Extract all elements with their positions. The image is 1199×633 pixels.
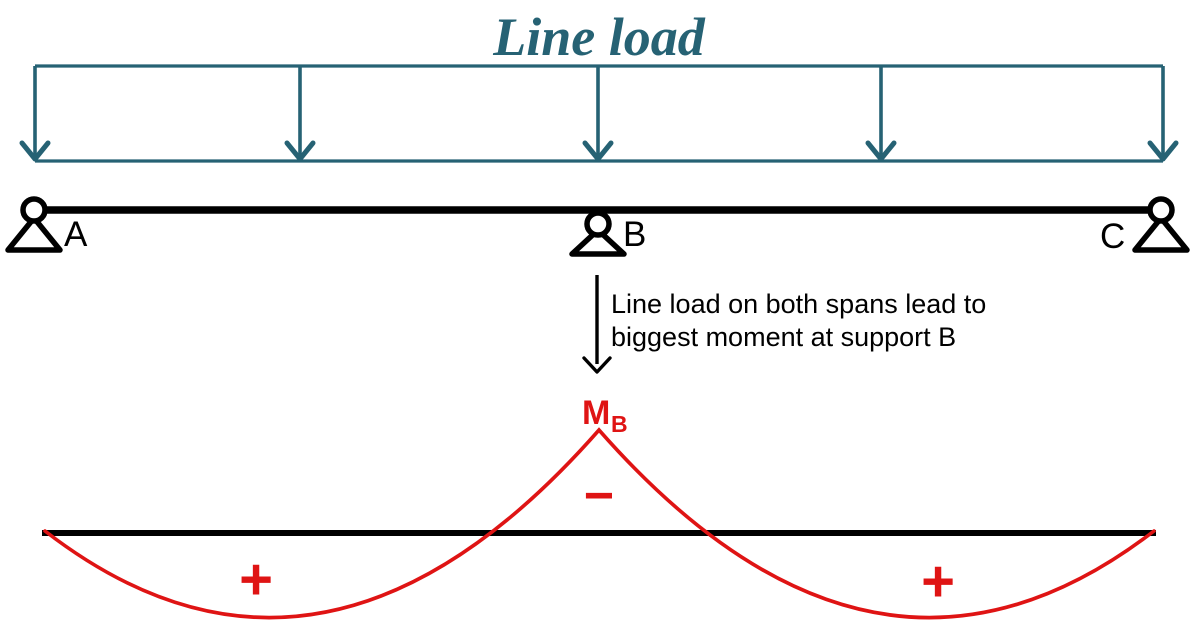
positive-sign-left: +: [239, 547, 273, 612]
support-triangle: [1132, 215, 1190, 253]
load-arrow-down-icon: [284, 66, 316, 162]
moment-curve: [43, 427, 1156, 620]
annotation-line1: Line load on both spans lead to: [611, 289, 986, 319]
support-triangle: [569, 227, 627, 257]
moment-peak-label-subscript: B: [611, 411, 628, 437]
support-label-c: C: [1100, 217, 1125, 256]
line-load-block: [19, 64, 1179, 163]
pin-support-a-icon: [5, 196, 63, 253]
positive-sign-right: +: [921, 549, 955, 614]
pin-support-b-icon: [569, 210, 627, 257]
support-circle: [1147, 196, 1175, 224]
support-label-b: B: [623, 215, 646, 254]
support-triangle: [5, 215, 63, 253]
negative-sign: −: [584, 467, 614, 525]
down-arrow-icon: [582, 275, 612, 374]
load-arrow-down-icon: [1147, 66, 1179, 162]
annotation-line2: biggest moment at support B: [611, 322, 956, 352]
pin-support-c-icon: [1132, 196, 1190, 253]
support-circle: [20, 196, 48, 224]
load-arrow-down-icon: [865, 66, 897, 162]
support-circle: [584, 210, 612, 238]
load-arrow-down-icon: [582, 66, 614, 162]
load-arrow-down-icon: [19, 66, 51, 162]
diagram-title: Line load: [492, 7, 705, 67]
moment-peak-label: M: [582, 394, 610, 432]
support-label-a: A: [64, 215, 88, 254]
